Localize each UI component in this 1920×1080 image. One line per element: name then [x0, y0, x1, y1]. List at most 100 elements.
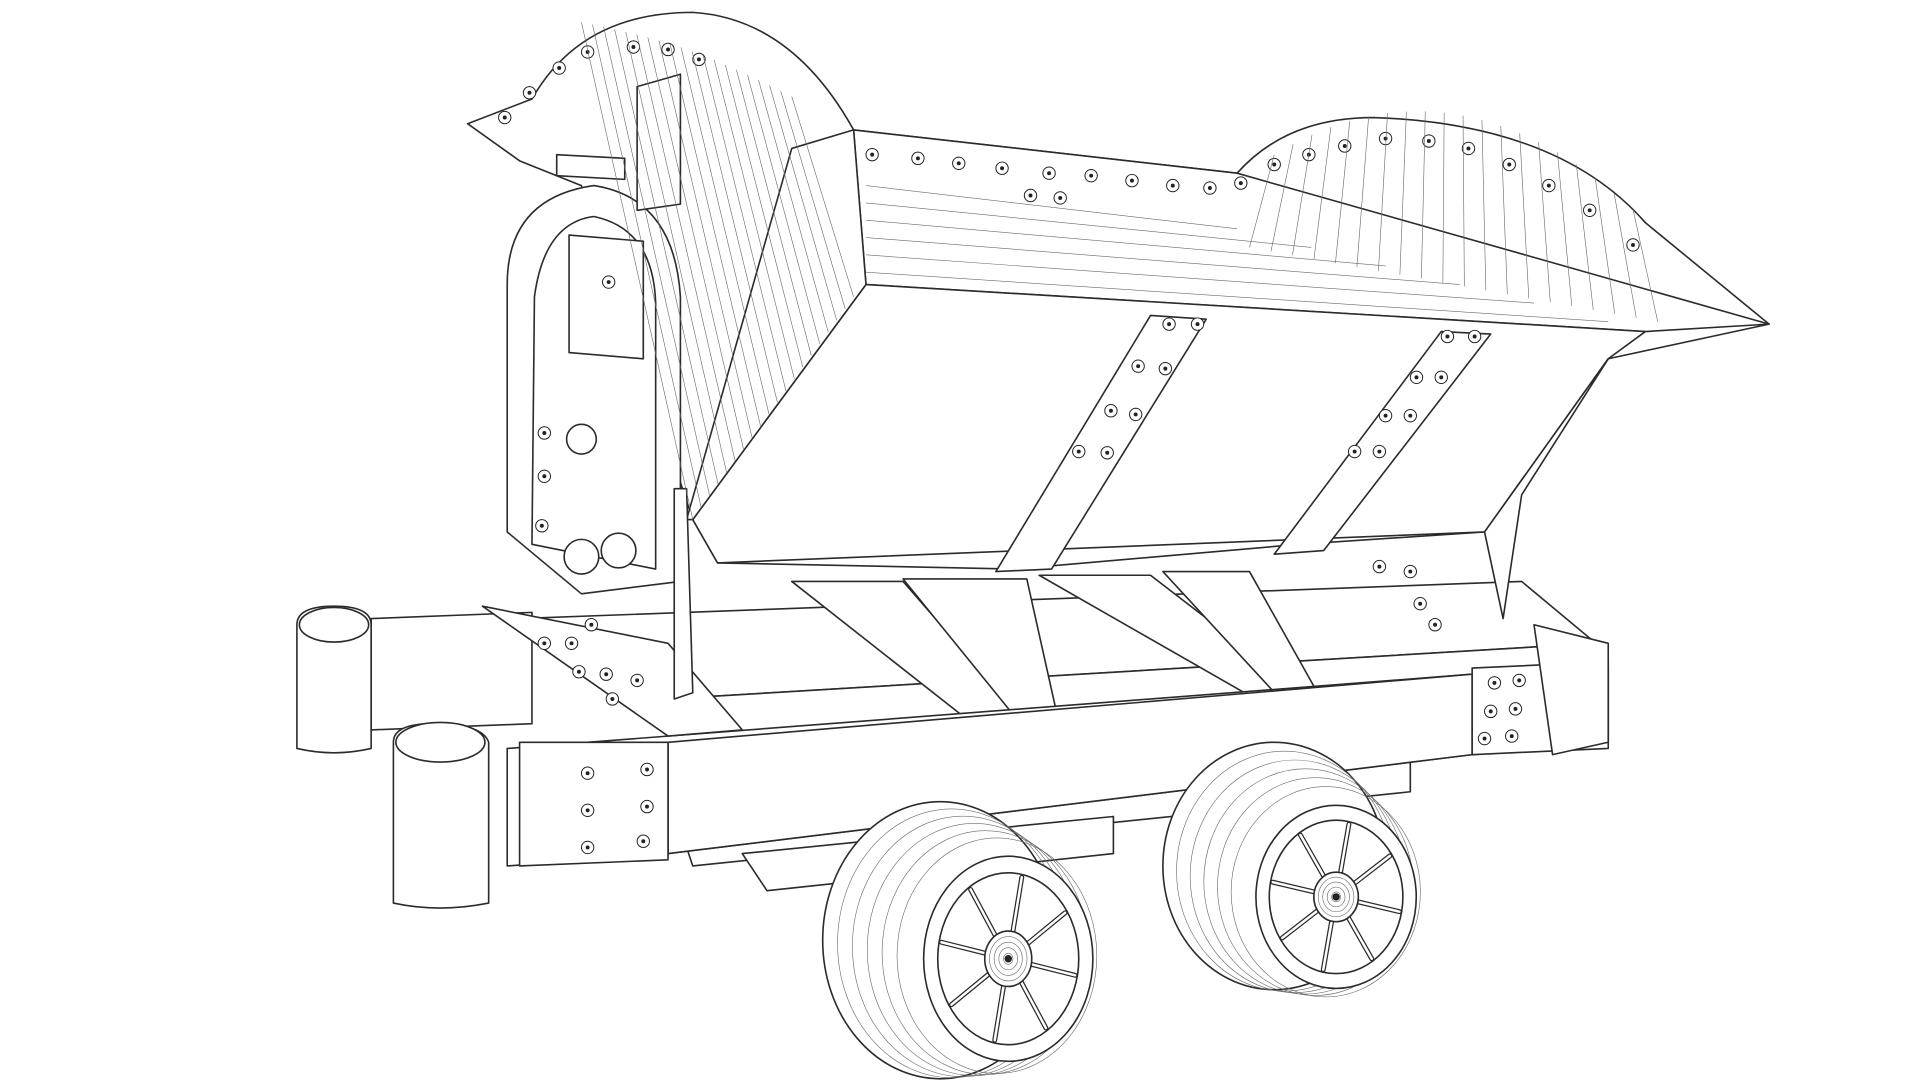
bolt-center: [589, 622, 594, 627]
wire-line: [1594, 177, 1616, 314]
bolt-center: [1129, 178, 1134, 183]
wire-line: [614, 29, 719, 485]
wire-line: [1519, 133, 1530, 299]
wheel-spoke-face: [1011, 876, 1024, 936]
bolt-center: [542, 431, 547, 435]
bolt: [601, 275, 616, 289]
bolt-center: [1383, 136, 1388, 141]
bolt-center: [1445, 334, 1450, 339]
hub-ring: [1331, 891, 1341, 903]
bolt-center: [645, 804, 649, 809]
hub-ring: [1003, 952, 1014, 965]
bolt-center: [1089, 173, 1094, 178]
wire-line: [1576, 164, 1594, 310]
bolt: [1440, 329, 1455, 344]
bolt-center: [696, 57, 701, 62]
wheel-spoke-face: [1281, 907, 1321, 940]
wheel-spoke-face: [1027, 962, 1077, 977]
bolt-center: [1167, 322, 1172, 327]
bolt: [537, 636, 552, 650]
bolt: [537, 469, 552, 483]
bolt-center: [1472, 334, 1477, 339]
bolt-center: [1076, 449, 1081, 454]
bolt: [1162, 317, 1176, 331]
wire-line: [581, 22, 694, 520]
wire-line: [636, 34, 736, 462]
bolt: [661, 42, 675, 57]
axle-center: [1004, 955, 1012, 963]
hub-ring: [1326, 886, 1346, 908]
bolt-center: [1105, 450, 1110, 455]
wire-line: [780, 90, 846, 309]
bolt: [1166, 178, 1180, 193]
bolt-center: [1546, 183, 1551, 188]
wire-line: [603, 26, 711, 497]
wire-line: [1313, 127, 1332, 260]
wheel-spoke-face: [1351, 854, 1392, 886]
bolt-center: [1163, 366, 1168, 371]
bolt: [692, 52, 706, 67]
hub-ring: [1317, 876, 1355, 918]
wire-line: [1538, 142, 1551, 303]
bolt: [1131, 359, 1145, 373]
wheel-ring: [896, 837, 1098, 1074]
bolt-center: [956, 161, 961, 166]
wire-line: [647, 37, 744, 450]
wheels: [821, 741, 1421, 1080]
bolt-center: [1631, 242, 1635, 247]
bolt-center: [1418, 601, 1423, 606]
bolt: [1338, 139, 1352, 153]
bolt: [1042, 166, 1056, 180]
bolt-center: [1133, 412, 1138, 417]
hub-ring: [993, 941, 1023, 976]
bolt: [1372, 444, 1387, 459]
bolt: [1403, 564, 1417, 579]
wire-line: [791, 96, 854, 297]
wire-line: [1270, 144, 1294, 252]
bolt: [640, 799, 654, 814]
bolt-center: [915, 156, 920, 161]
bolt: [498, 110, 512, 125]
bolt: [537, 426, 552, 440]
bolt-center: [539, 523, 544, 528]
wire-line: [1399, 111, 1407, 275]
bolt: [1422, 134, 1436, 148]
wire-line: [1613, 192, 1637, 318]
bolt-center: [569, 641, 574, 646]
hub-ring: [998, 947, 1018, 971]
wire-line: [736, 69, 812, 356]
bolt: [995, 161, 1009, 175]
bolt: [1487, 676, 1502, 690]
bolt-center: [1482, 736, 1487, 741]
bolt: [911, 151, 925, 166]
bolt: [1467, 329, 1482, 344]
bolt: [580, 45, 595, 59]
bolt-center: [1408, 413, 1413, 418]
bolt-center: [604, 672, 609, 677]
wheel-spoke-face: [969, 888, 998, 940]
bolt-center: [1492, 680, 1497, 685]
wire-line: [865, 237, 1460, 285]
wire-line: [1442, 112, 1445, 283]
wheel-spoke-face: [1338, 822, 1351, 877]
bolt-center: [666, 47, 671, 52]
bolt: [1484, 704, 1498, 719]
bolt: [580, 803, 595, 817]
wire-line: [865, 202, 1312, 248]
bolt: [1428, 618, 1442, 632]
wire-line: [691, 51, 778, 403]
bolt: [1403, 408, 1417, 423]
bolt-center: [1195, 322, 1200, 327]
bolt-center: [1517, 678, 1522, 683]
bolt-center: [1426, 139, 1431, 144]
wire-line: [1356, 116, 1369, 267]
bolt-center: [1488, 709, 1493, 714]
wheel-spoke-face: [1354, 900, 1401, 913]
wire-line: [1462, 115, 1465, 287]
wheel-spoke-face: [950, 971, 992, 1006]
wheel-spoke-face: [1322, 917, 1334, 971]
side-beam: [370, 611, 1610, 867]
bolt: [1461, 141, 1476, 156]
bolt-center: [1108, 408, 1113, 413]
